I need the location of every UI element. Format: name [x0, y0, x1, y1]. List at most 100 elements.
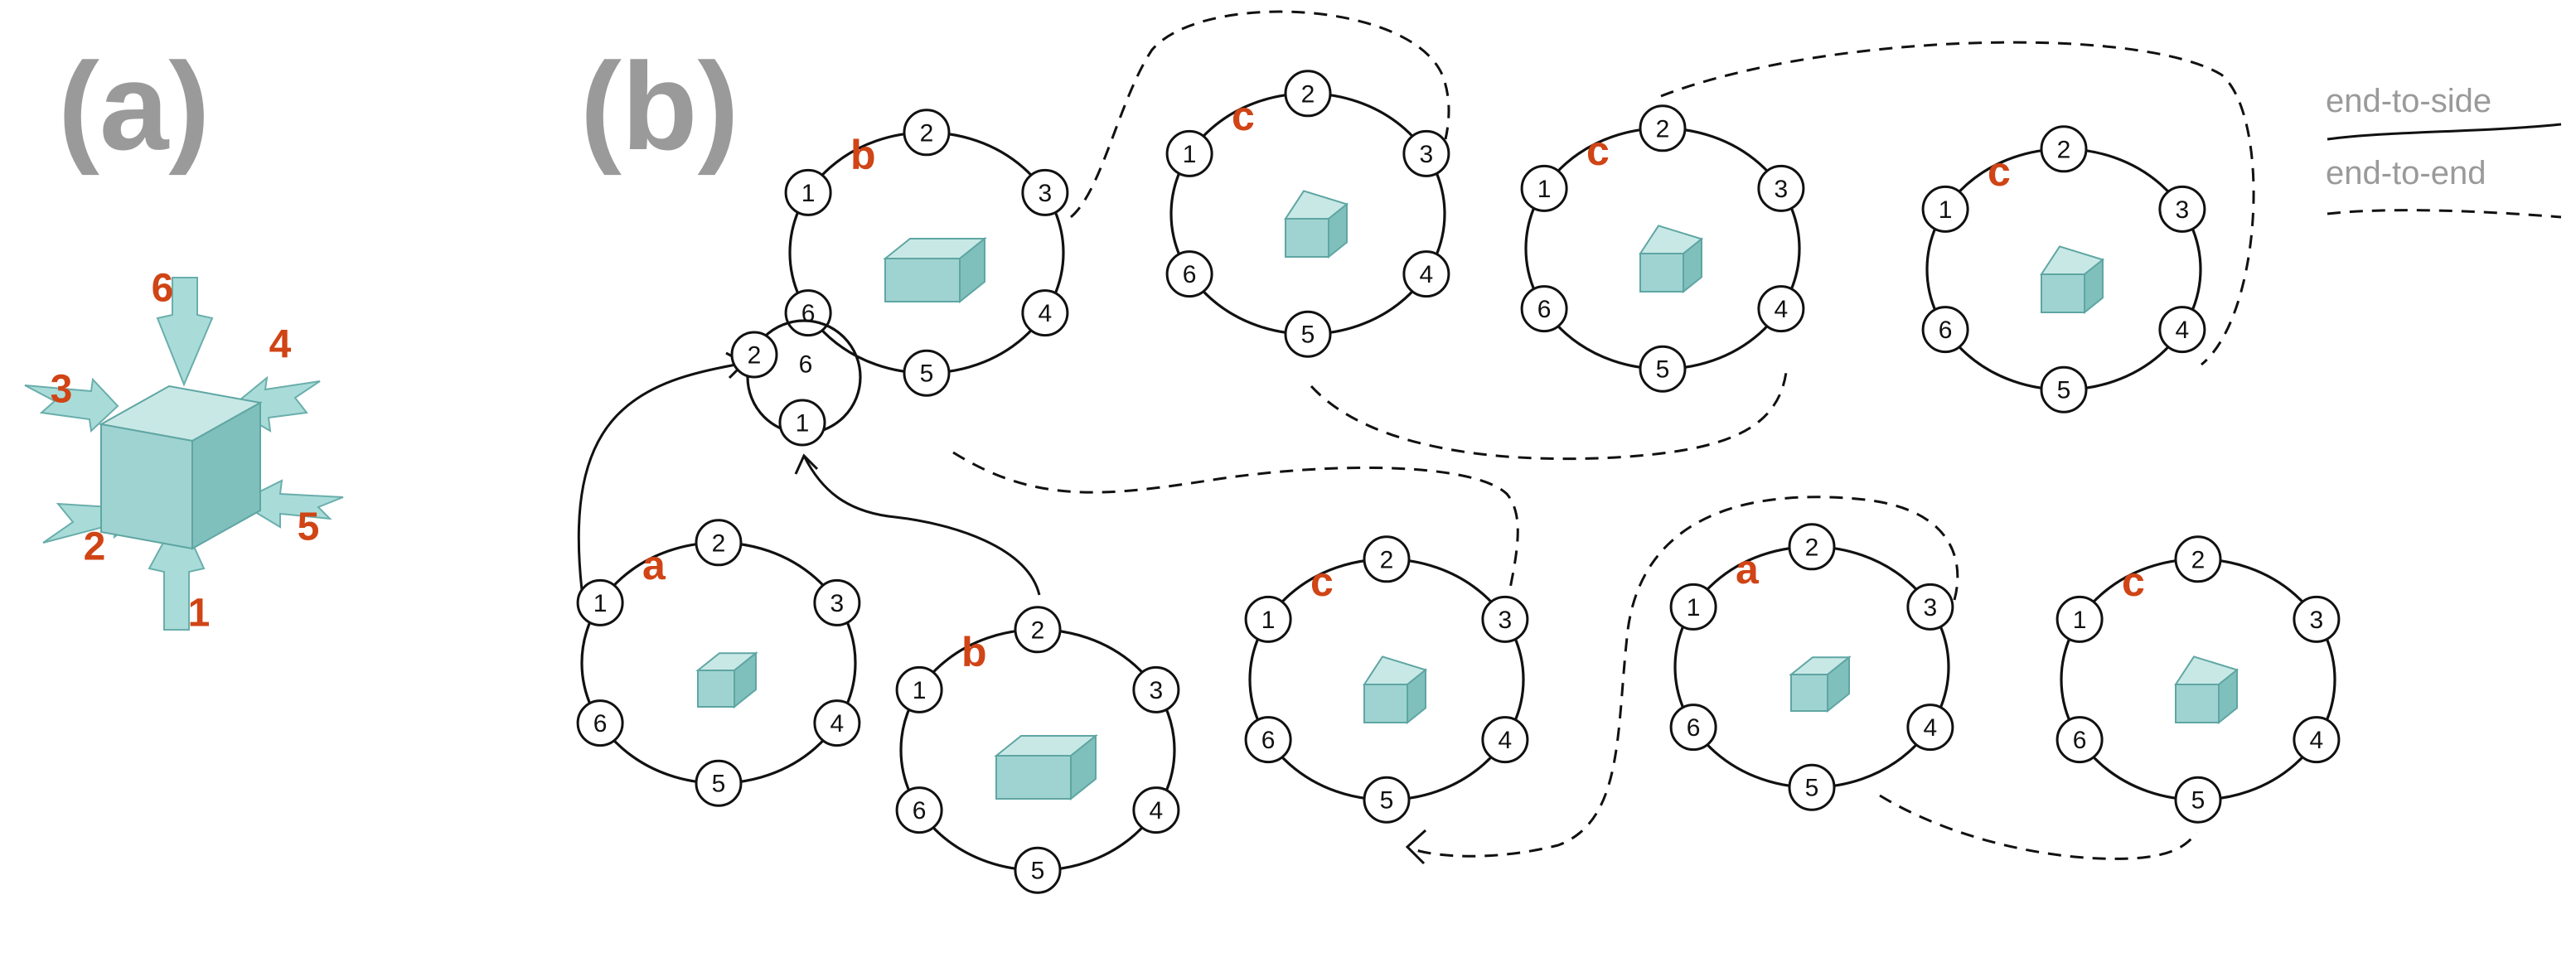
ring-node-4 — [1021, 289, 1069, 337]
ring-node-label: 6 — [1537, 296, 1552, 323]
ring-node-label: 2 — [748, 342, 762, 370]
ring-node-3 — [813, 578, 861, 626]
ring-node-4 — [2158, 306, 2206, 354]
molecule-side-face — [1683, 237, 1702, 294]
end-to-end-link — [1070, 10, 1450, 219]
ring-node-label: 3 — [1150, 677, 1164, 704]
end-to-end-link — [1310, 364, 1789, 461]
end-to-end-link — [1660, 41, 2255, 366]
ring-node-3 — [2158, 185, 2206, 233]
ring-node-3 — [1132, 665, 1180, 713]
legend-end-to-side-line — [2327, 123, 2562, 141]
ring-node-label: 2 — [1380, 546, 1394, 573]
arm-6 — [156, 277, 214, 387]
legend: end-to-side end-to-end — [2326, 83, 2562, 219]
molecule-side-face — [734, 651, 757, 709]
ring-node-5 — [903, 349, 951, 397]
ring-node-label: 1 — [1261, 607, 1276, 634]
ring-node-label: 6 — [1261, 727, 1276, 754]
molecule-side-face — [1827, 655, 1850, 713]
ring-node-label: 2 — [2191, 546, 2206, 573]
ring-type-label: c — [2122, 559, 2145, 605]
ring-node-5 — [695, 759, 743, 807]
molecule-front-face — [1639, 253, 1684, 293]
ring-node-label: 2 — [1805, 534, 1819, 561]
ring-node-3 — [1021, 168, 1069, 216]
ring-node-label: 4 — [1420, 261, 1434, 288]
ring-node-2 — [1639, 104, 1687, 152]
ring-node-label: 1 — [593, 590, 608, 617]
ring-node-label: 3 — [1924, 594, 1938, 621]
ring-node-label: 4 — [1499, 727, 1513, 754]
ring-node-1 — [1244, 595, 1292, 643]
legend-end-to-end-label: end-to-end — [2326, 155, 2486, 191]
legend-end-to-side-label: end-to-side — [2326, 83, 2491, 119]
ring-layer: b123456c123456c123456c123456a123456b1234… — [576, 70, 2341, 894]
ring-node-label: 3 — [1039, 180, 1053, 207]
ring-node-5 — [1788, 763, 1836, 811]
ring-node-2 — [695, 519, 743, 567]
ring-node-label: 4 — [1039, 300, 1053, 327]
ring-node-5 — [1014, 846, 1062, 894]
molecule-front-face — [1285, 218, 1329, 258]
cube-side-face — [191, 401, 261, 550]
ring-node-1 — [778, 399, 826, 447]
ring-node-label: 3 — [2310, 607, 2324, 634]
arm-label-5: 5 — [298, 505, 320, 549]
ring-node-2 — [903, 109, 951, 157]
panel-a-label: (a) — [58, 36, 210, 176]
arm-label-2: 2 — [84, 525, 106, 569]
ring-node-6 — [1165, 250, 1213, 298]
ring-node-5 — [1363, 776, 1411, 824]
molecule-front-face — [2041, 273, 2085, 313]
ring-type-label: b — [961, 629, 987, 675]
ring-node-3 — [2293, 595, 2341, 643]
ring-node-6 — [1520, 285, 1568, 333]
ring-node-label: 5 — [712, 771, 726, 798]
molecule-side-face — [2084, 258, 2104, 315]
ring-node-label: 4 — [2310, 727, 2324, 754]
molecule-front-face — [1363, 684, 1408, 723]
ring-node-2 — [1788, 523, 1836, 571]
ring-type-label: b — [850, 132, 876, 178]
ring-node-3 — [1757, 164, 1805, 212]
arm-label-1: 1 — [188, 592, 211, 636]
arm-label-3: 3 — [51, 368, 73, 412]
ring-node-label: 4 — [1775, 296, 1789, 323]
end-to-end-link — [952, 451, 1519, 589]
ring-node-label: 1 — [1537, 176, 1552, 203]
ring-node-label: 3 — [1499, 607, 1513, 634]
ring-node-label: 5 — [1031, 858, 1045, 885]
ring-node-1 — [895, 665, 943, 713]
molecule-front-face — [884, 258, 961, 302]
ring-node-2 — [2174, 535, 2222, 583]
ring-node-label: 6 — [913, 797, 927, 825]
molecule-side-face — [959, 236, 985, 304]
ring-node-4 — [1906, 704, 1954, 752]
ring-node-label: 1 — [1183, 141, 1197, 168]
ring-node-label: 3 — [1420, 141, 1434, 168]
ring-node-2 — [1284, 70, 1332, 118]
ring-node-label: 5 — [1656, 356, 1670, 384]
ring-type-label: a — [642, 542, 666, 588]
ring-node-label: 3 — [2176, 196, 2190, 224]
ring-node-5 — [2040, 365, 2088, 413]
ring-node-6 — [1244, 716, 1292, 764]
ring-node-label: 3 — [1775, 176, 1789, 203]
ring-node-4 — [1757, 285, 1805, 333]
ring-node-label: 2 — [2057, 136, 2071, 163]
ring-node-1 — [1165, 129, 1213, 177]
ring-node-label: 5 — [1805, 775, 1819, 802]
ring-node-1 — [784, 168, 832, 216]
cube-with-arms: 6 4 3 5 2 1 — [24, 267, 344, 636]
ring-node-label: 5 — [1301, 322, 1315, 349]
ring-node-6 — [2055, 716, 2104, 764]
molecule-front-face — [995, 755, 1072, 800]
